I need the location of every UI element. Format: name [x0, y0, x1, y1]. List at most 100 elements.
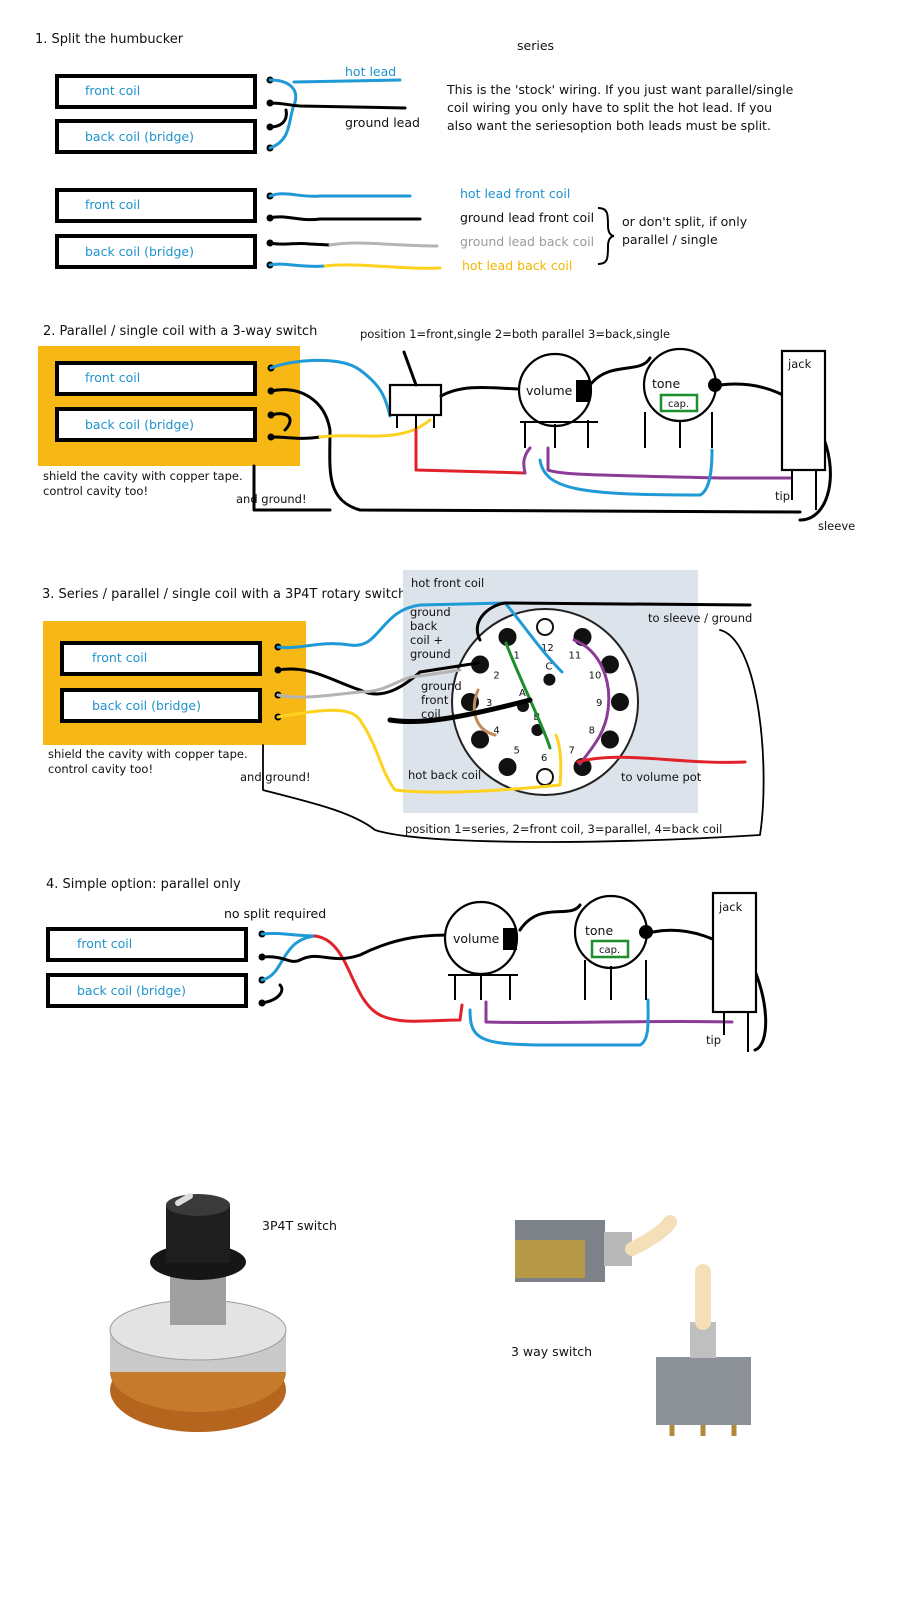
back-coil-box [55, 234, 257, 269]
back-coil-label: back coil (bridge) [85, 129, 194, 144]
section-3-positions: position 1=series, 2=front coil, 3=paral… [405, 822, 722, 836]
output-jack [780, 349, 827, 472]
hot-back-wire [318, 418, 432, 439]
switch-lever [402, 350, 418, 387]
hot-front-wire [276, 601, 564, 674]
rotary-pole [543, 673, 556, 686]
shielded-cavity [43, 621, 306, 745]
tone-label: tone [585, 923, 613, 938]
rotary-pin [536, 768, 554, 786]
jack-lugs [791, 470, 817, 510]
back-coil-label: back coil (bridge) [85, 417, 194, 432]
back-coil-box [55, 119, 257, 154]
tone-lug [639, 925, 653, 939]
hot-to-volume-wire [313, 934, 464, 1023]
to-volume-wire [576, 755, 747, 764]
hot-back-wire [323, 263, 442, 270]
rotary-pin [600, 730, 619, 749]
rotary-pin [611, 693, 629, 711]
hot-back-coil-label: hot back coil [408, 768, 481, 782]
volume-legs [520, 420, 598, 448]
capacitor-label: cap. [668, 399, 689, 410]
back-coil-label: back coil (bridge) [77, 983, 186, 998]
tip-label: tip [775, 489, 790, 503]
section-4-heading: 4. Simple option: parallel only [46, 877, 241, 892]
jack-lugs [723, 1012, 749, 1052]
capacitor [659, 393, 699, 413]
ground-back-label-2: back [410, 619, 438, 633]
section-4-parallel-only: 4. Simple option: parallel only no split… [46, 877, 768, 1052]
volume-to-tone-wire [538, 448, 714, 497]
rotary-pin-label: 4 [493, 726, 499, 737]
capacitor [590, 939, 630, 959]
knob-indicator [175, 1193, 193, 1206]
front-coil-box [55, 361, 257, 396]
rotary-pin [498, 757, 517, 776]
rotary-pin-label: 1 [514, 650, 520, 661]
back-coil-box [46, 973, 248, 1008]
rotary-pin-label: 7 [569, 746, 575, 757]
rotary-pin [536, 618, 554, 636]
sleeve-ground-wire [476, 601, 752, 642]
ground-lead-wire [268, 101, 407, 129]
green-jumper [504, 641, 552, 750]
volume-to-jack-wire [522, 446, 792, 480]
front-coil-box [55, 74, 257, 109]
front-coil-label: front coil [77, 936, 132, 951]
and-ground-note: and ground! [236, 492, 307, 506]
section-2-three-way: 2. Parallel / single coil with a 3-way s… [38, 324, 855, 533]
back-coil-label: back coil (bridge) [85, 244, 194, 259]
sleeve-label: sleeve [818, 519, 855, 533]
ground-front-wire [276, 661, 480, 696]
front-coil-label: front coil [85, 370, 140, 385]
front-coil-box [60, 641, 262, 676]
ground-front-label: ground lead front coil [460, 210, 594, 225]
hot-front-label: hot lead front coil [460, 186, 570, 201]
rotary-pin-label: 12 [541, 643, 554, 654]
dont-split-line-2: parallel / single [622, 232, 718, 247]
hot-front-wire [268, 192, 412, 198]
switch-to-volume-wire [414, 428, 527, 475]
volume-to-jack-wire [484, 1000, 734, 1025]
ground-front-label-2: front [421, 693, 449, 707]
section-2-positions: position 1=front,single 2=both parallel … [360, 327, 670, 341]
volume-to-tone-wire [468, 998, 650, 1047]
section-3-heading: 3. Series / parallel / single coil with … [42, 587, 406, 602]
rotary-pin-label: 10 [589, 671, 602, 682]
volume-lug [576, 380, 590, 402]
note-line-2: coil wiring you only have to split the h… [447, 100, 772, 115]
front-coil-box [46, 927, 248, 962]
rotary-pin-label: 8 [589, 726, 595, 737]
section-3-rotary: 3. Series / parallel / single coil with … [42, 570, 765, 843]
ground-front-label-3: coil [421, 707, 441, 721]
toggle-lugs-front [669, 1425, 737, 1436]
common-wire [387, 697, 533, 725]
rotary-pin [471, 730, 490, 749]
tone-label: tone [652, 376, 680, 391]
rotary-pin-label: 11 [569, 650, 582, 661]
note-line-3: also want the seriesoption both leads mu… [447, 118, 771, 133]
back-coil-box [60, 688, 262, 723]
front-coil-label: front coil [92, 650, 147, 665]
dont-split-line-1: or don't split, if only [622, 214, 748, 229]
ground-back-label-3: coil + [410, 633, 443, 647]
jack-label: jack [787, 357, 812, 371]
rotary-pole-label: C [545, 662, 552, 673]
toggle-switch-label: 3 way switch [511, 1344, 592, 1359]
shield-note-line-1: shield the cavity with copper tape. [43, 469, 243, 483]
to-sleeve-label: to sleeve / ground [648, 611, 752, 625]
cavity-ground-wire [252, 464, 332, 512]
brown-jumper [472, 688, 497, 737]
rotary-pin-label: 5 [514, 746, 520, 757]
volume-label: volume [453, 931, 500, 946]
rotary-switch-photo: 3P4T switch [109, 1193, 337, 1432]
hot-lead-label: hot lead [345, 64, 396, 79]
section-2-heading: 2. Parallel / single coil with a 3-way s… [43, 324, 317, 339]
brace [597, 207, 615, 265]
back-coil-label: back coil (bridge) [92, 698, 201, 713]
front-coil-label: front coil [85, 83, 140, 98]
back-coil-box [55, 407, 257, 442]
hot-lead-wire [268, 78, 402, 150]
hot-back-label: hot lead back coil [462, 258, 572, 273]
